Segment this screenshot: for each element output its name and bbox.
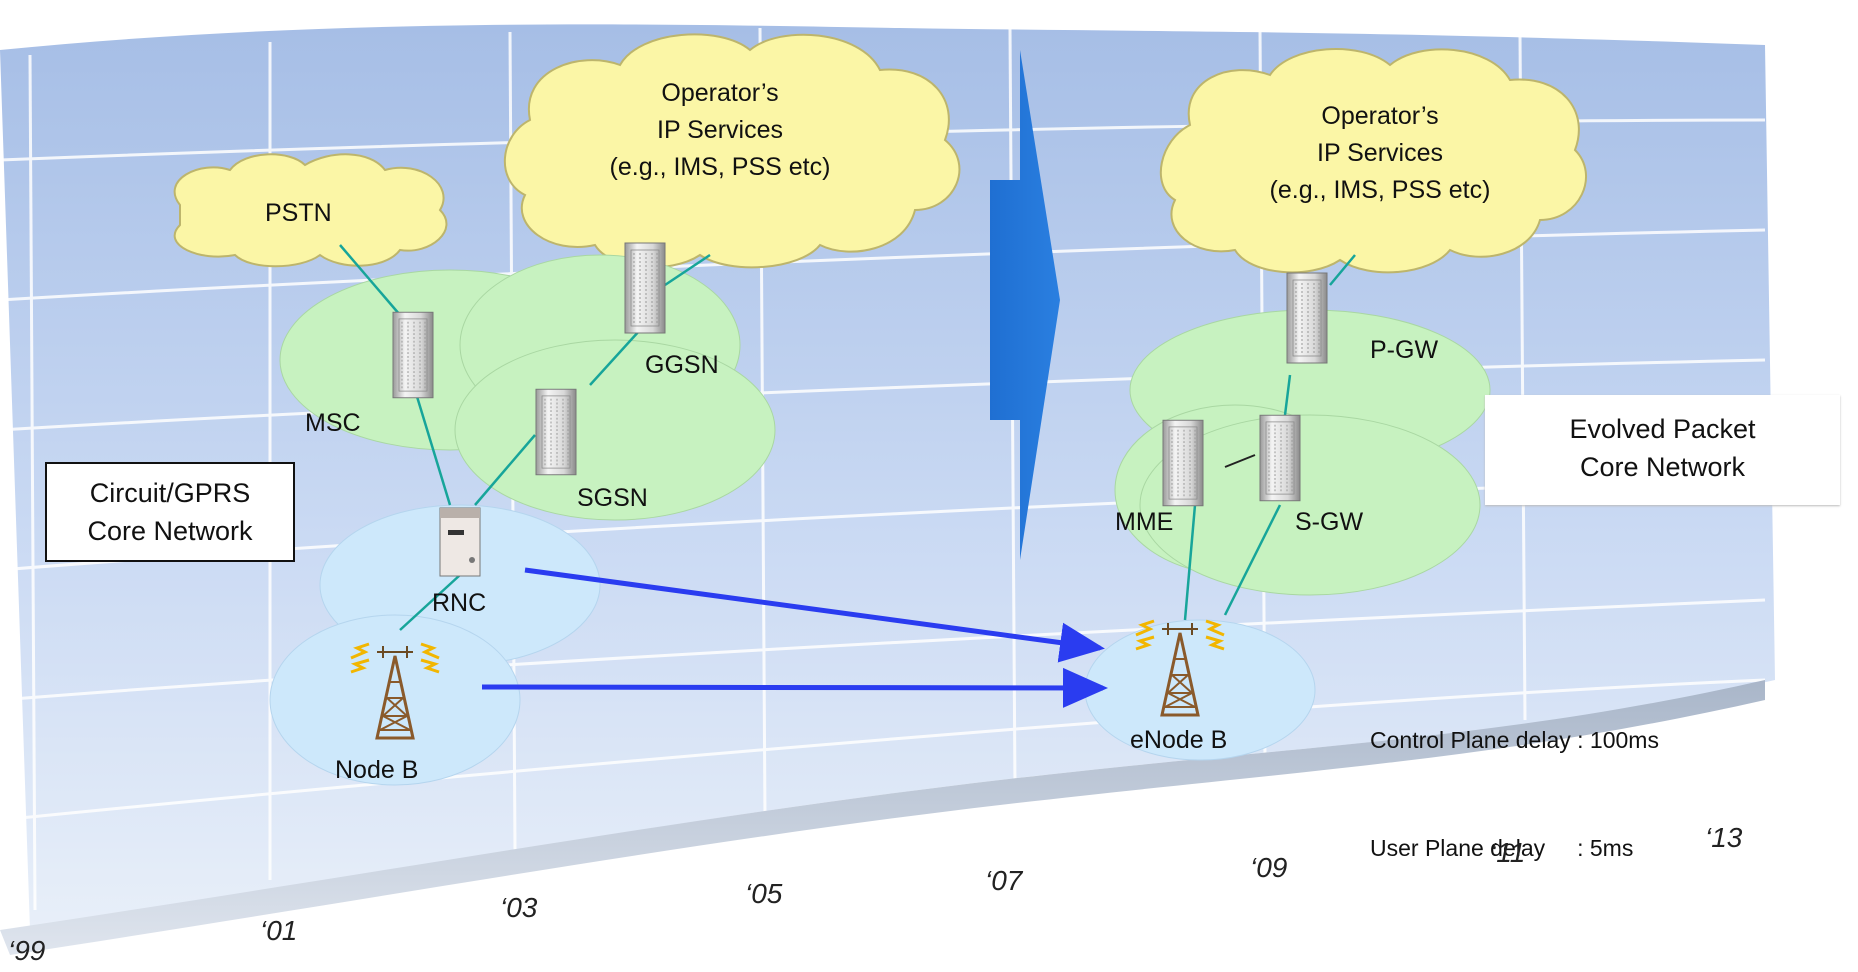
mme-sgw-link — [1224, 454, 1256, 468]
year-label: ‘11 — [1490, 837, 1526, 868]
operator-right-line3: (e.g., IMS, PSS etc) — [1269, 176, 1491, 204]
core-network-left — [279, 254, 776, 521]
pstn-label: PSTN — [265, 199, 332, 227]
left-network-line2: Core Network — [87, 516, 253, 546]
enode-b-label: eNode B — [1130, 726, 1228, 754]
user-plane-delay: User Plane delay : 5ms — [1370, 835, 1634, 861]
radio-network-left — [269, 504, 601, 786]
operator-left-line2: IP Services — [657, 116, 783, 144]
operator-cloud-left — [503, 33, 961, 269]
sgsn-label: SGSN — [577, 484, 648, 512]
operator-left-line1: Operator’s — [661, 79, 779, 107]
nodeb-to-enodeb-arrow — [481, 667, 1108, 708]
right-network-line2: Core Network — [1579, 452, 1746, 482]
transition-arrow — [990, 50, 1060, 560]
right-network-line1: Evolved Packet — [1569, 414, 1756, 444]
pstn-cloud — [173, 153, 448, 268]
rnc-to-enodeb-arrow — [524, 567, 1105, 663]
ggsn-label: GGSN — [645, 351, 719, 379]
year-label: ‘09 — [1250, 852, 1288, 883]
operator-cloud-right — [1159, 48, 1587, 274]
left-network-line1: Circuit/GPRS — [89, 478, 251, 508]
rnc-label: RNC — [432, 589, 487, 617]
sgsn-server-icon — [535, 388, 577, 476]
msc-server-icon — [392, 311, 434, 399]
node-b-label: Node B — [335, 756, 419, 784]
operator-right-line1: Operator’s — [1321, 102, 1439, 130]
year-label: ‘13 — [1705, 822, 1743, 853]
core-network-right — [1114, 309, 1491, 596]
timeline-floor — [0, 680, 1765, 955]
pgw-label: P-GW — [1370, 336, 1439, 364]
sgw-label: S-GW — [1295, 508, 1364, 536]
operator-left-line3: (e.g., IMS, PSS etc) — [609, 153, 831, 181]
control-plane-delay: Control Plane delay : 100ms — [1370, 727, 1659, 753]
mme-server-icon — [1162, 419, 1204, 507]
evolved-packet-core-network-box: Evolved Packet Core Network — [1485, 395, 1840, 505]
delay-notes: Control Plane delay : 100ms User Plane d… — [1370, 650, 1659, 902]
year-label: ‘01 — [260, 915, 298, 946]
pgw-server-icon — [1286, 272, 1328, 364]
sgw-server-icon — [1259, 414, 1301, 502]
operator-right-line2: IP Services — [1317, 139, 1443, 167]
circuit-gprs-core-network-box: Circuit/GPRS Core Network — [45, 462, 295, 562]
msc-label: MSC — [305, 409, 361, 437]
year-label: ‘99 — [8, 935, 46, 966]
year-label: ‘03 — [500, 892, 538, 923]
year-label: ‘05 — [745, 878, 783, 909]
mme-label: MME — [1115, 508, 1174, 536]
network-links — [339, 244, 1356, 631]
operator-cloud-left-text: Operator’s IP Services (e.g., IMS, PSS e… — [590, 75, 850, 186]
operator-cloud-right-text: Operator’s IP Services (e.g., IMS, PSS e… — [1250, 98, 1510, 209]
ggsn-server-icon — [624, 242, 666, 334]
rnc-icon — [439, 507, 481, 577]
year-label: ‘07 — [985, 865, 1023, 896]
